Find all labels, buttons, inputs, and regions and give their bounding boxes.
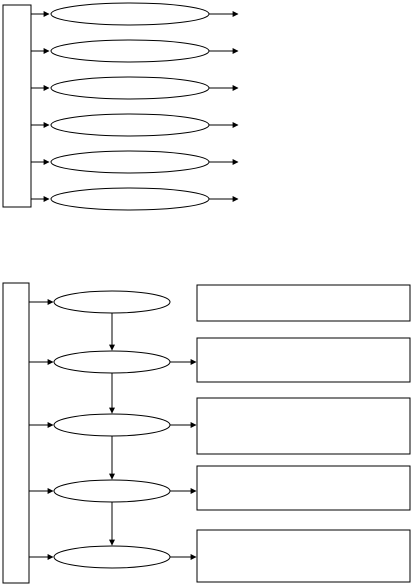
bottom-diagram <box>2 282 411 584</box>
step-ellipse <box>53 545 171 569</box>
step-ellipse <box>53 413 171 437</box>
note-box <box>196 284 411 322</box>
bottom-bracket <box>2 282 30 584</box>
process-ellipse <box>50 76 210 100</box>
note-box <box>196 465 411 511</box>
note-box <box>196 337 411 383</box>
step-ellipse <box>53 479 171 503</box>
process-ellipse <box>50 150 210 174</box>
step-ellipse <box>53 290 171 314</box>
top-bracket <box>2 4 32 208</box>
process-ellipse <box>50 113 210 137</box>
process-ellipse <box>50 187 210 211</box>
process-ellipse <box>50 39 210 63</box>
process-ellipse <box>50 2 210 26</box>
step-ellipse <box>53 350 171 374</box>
top-diagram <box>2 2 239 211</box>
note-box <box>196 397 411 455</box>
note-box <box>196 529 411 583</box>
